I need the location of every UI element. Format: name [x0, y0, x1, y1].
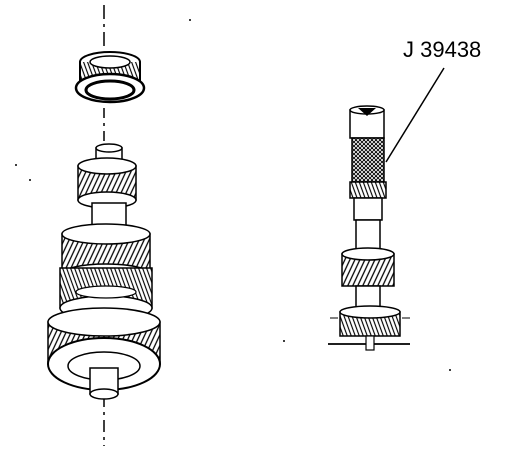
upper-small-gear [77, 157, 137, 209]
installer-tool [349, 105, 387, 221]
bottom-hub [89, 367, 119, 400]
callout-leader-line [385, 67, 445, 163]
tool-callout-label: J 39438 [403, 37, 482, 62]
press-support-post [365, 335, 375, 351]
support-gear [339, 305, 401, 337]
scan-specks [15, 19, 451, 371]
exploded-shaft-assembly [47, 5, 161, 446]
shaft-gear [341, 247, 395, 287]
tool-install-assembly [328, 67, 445, 351]
tapered-roller-bearing [74, 51, 146, 104]
